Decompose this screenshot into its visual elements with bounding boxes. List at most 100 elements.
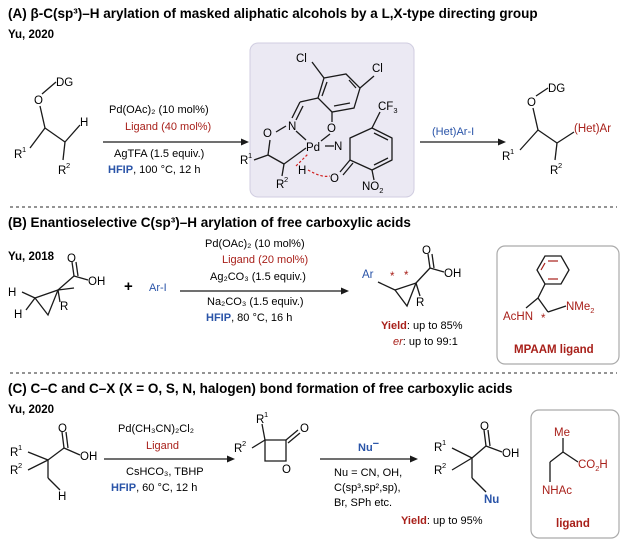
section-b-title: (B) Enantioselective C(sp³)–H arylation … (8, 215, 411, 230)
product-b-ar: Ar (362, 269, 374, 281)
substrate-b: H H O OH R (8, 253, 105, 321)
c-ligand-box (530, 409, 620, 539)
b-er: er: up to 99:1 (393, 336, 458, 348)
substrate-b-h2: H (14, 309, 22, 321)
section-a-title: (A) β-C(sp³)–H arylation of masked aliph… (8, 6, 538, 21)
a-cond-4: HFIP, 100 °C, 12 h (108, 164, 200, 176)
b-cond-5: HFIP, 80 °C, 16 h (206, 312, 292, 324)
substrate-c-r1-sup: 1 (18, 443, 22, 452)
complex-pd: Pd (306, 142, 320, 154)
a-cond-3: AgTFA (1.5 equiv.) (114, 148, 204, 160)
beta-lactone: R 1 R 2 O O (234, 410, 309, 476)
substrate-c-r2: R (10, 465, 18, 477)
substrate-c-r2-sup: 2 (18, 461, 22, 470)
palladium-complex: Cl Cl N O O Pd R 1 R 2 H N O (240, 53, 398, 195)
complex-n-imine: N (288, 121, 296, 133)
b-cond-4: Na₂CO₃ (1.5 equiv.) (207, 296, 304, 308)
substrate-b-h1: H (8, 287, 16, 299)
substrate-b-r: R (60, 301, 68, 313)
ligand-name: MPAAM ligand (514, 344, 594, 356)
ligand-nme2: NMe2 (566, 301, 594, 315)
complex-o-carbonyl: O (330, 173, 339, 185)
complex-cmd-dash (295, 153, 309, 167)
product-c-oh: OH (502, 448, 519, 460)
section-c-title: (C) C–C and C–X (X = O, S, N, halogen) b… (8, 381, 512, 396)
substrate-b-o: O (67, 253, 76, 265)
c-yield: Yield: up to 95% (401, 515, 483, 527)
substrate-a: O DG R 1 H R 2 (14, 77, 88, 177)
section-c-citation: Yu, 2020 (8, 404, 54, 416)
a-cond-1: Pd(OAc)₂ (10 mol%) (109, 104, 209, 116)
complex-r2-sup: 2 (284, 175, 288, 184)
arrow-c1-head (227, 455, 235, 463)
lactone-r1: R (256, 414, 264, 426)
product-b: Ar * * O OH R (362, 245, 461, 309)
substrate-c-o: O (58, 423, 67, 435)
section-b-citation: Yu, 2018 (8, 251, 55, 263)
product-a-r1-sup: 1 (510, 147, 514, 156)
atom-r1-sup: 1 (22, 145, 26, 154)
atom-r2: R (58, 165, 66, 177)
arrow-c2-head (410, 455, 418, 463)
lactone-r2: R (234, 443, 242, 455)
complex-h: H (298, 165, 306, 177)
complex-r1: R (240, 155, 248, 167)
atom-o: O (34, 95, 43, 107)
lactone-r1-sup: 1 (264, 410, 268, 419)
product-a-o: O (527, 97, 536, 109)
lactone-r2-sup: 2 (242, 439, 246, 448)
complex-o-phenol: O (327, 123, 336, 135)
product-c-r1-sup: 1 (442, 438, 446, 447)
substrate-c: R 1 R 2 O OH H (10, 423, 97, 503)
atom-h: H (80, 117, 88, 129)
complex-cf3: CF3 (378, 101, 398, 115)
c-ligand-nhac: NHAc (542, 485, 572, 497)
product-a-r2: R (550, 165, 558, 177)
complex-o-oxime: O (263, 128, 272, 140)
complex-cl-right: Cl (372, 63, 383, 75)
substrate-c-h: H (58, 491, 66, 503)
substrate-c-r1: R (10, 447, 18, 459)
a-cond-2: Ligand (40 mol%) (125, 121, 211, 133)
mpaam-ligand-box (496, 245, 620, 365)
atom-dg: DG (56, 77, 73, 89)
substrate-b-oh: OH (88, 276, 105, 288)
arrow-a1-head (241, 138, 249, 146)
product-b-star2: * (404, 270, 409, 282)
substrate-c-oh: OH (80, 451, 97, 463)
product-b-r: R (416, 297, 424, 309)
c-ligand-me: Me (554, 427, 570, 439)
product-c-r1: R (434, 442, 442, 454)
product-a-hetar: (Het)Ar (574, 123, 611, 135)
complex-r1-sup: 1 (248, 151, 252, 160)
ligand-star: * (541, 313, 546, 325)
product-a: O DG R 1 (Het)Ar R 2 (502, 83, 611, 177)
product-c-r2-sup: 2 (442, 461, 446, 470)
product-c: R 1 R 2 O OH Nu (434, 421, 519, 506)
mpaam-ligand: AcHN * NMe2 MPAAM ligand (503, 255, 594, 356)
section-a-citation: Yu, 2020 (8, 29, 54, 41)
b-cond-2: Ligand (20 mol%) (222, 254, 308, 266)
b-yield: Yield: up to 85% (381, 320, 463, 332)
c-cond-4: HFIP, 60 °C, 12 h (111, 482, 197, 494)
product-c-o: O (480, 421, 489, 433)
product-c-nu: Nu (484, 494, 499, 506)
c-nu-line3: Br, SPh etc. (334, 497, 392, 509)
complex-hbond (307, 169, 331, 177)
c-nu-line1: Nu = CN, OH, (334, 467, 402, 479)
c-cond-3: CsHCO₃, TBHP (126, 466, 204, 478)
product-a-dg: DG (548, 83, 565, 95)
b-cond-1: Pd(OAc)₂ (10 mol%) (205, 238, 305, 250)
atom-r2-sup: 2 (66, 161, 70, 170)
arrow-a2-head (498, 138, 506, 146)
c-cond-1: Pd(CH₃CN)₂Cl₂ (118, 423, 194, 435)
c-nu-line2: C(sp³,sp²,sp), (334, 482, 401, 494)
c-nucleophile: Nu− (358, 438, 379, 454)
complex-no2: NO2 (362, 181, 383, 195)
product-b-star1: * (390, 271, 395, 283)
c-cond-2: Ligand (146, 440, 179, 452)
lactone-o-ring: O (282, 464, 291, 476)
c-ligand-name: ligand (556, 518, 590, 530)
product-a-r2-sup: 2 (558, 161, 562, 170)
